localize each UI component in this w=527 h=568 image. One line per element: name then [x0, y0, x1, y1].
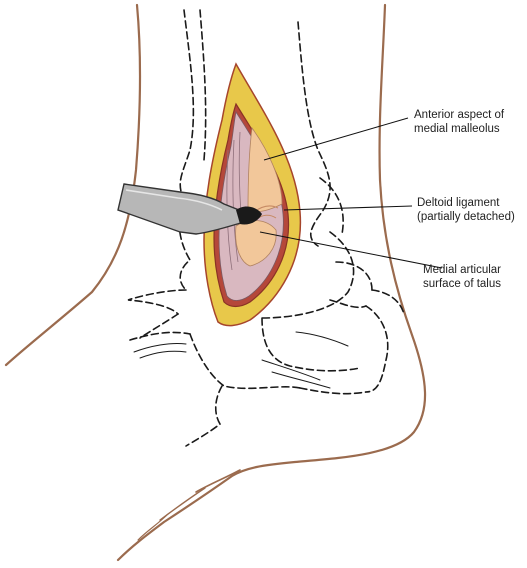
calcaneus-outline	[299, 387, 367, 395]
bone-detail-4	[271, 371, 331, 389]
label-medial-articular-talus: Medial articular surface of talus	[423, 263, 501, 291]
label-deltoid-ligament: Deltoid ligament (partially detached)	[417, 196, 515, 224]
heel-crease-1	[195, 469, 241, 493]
leader-lines	[259, 117, 443, 269]
label-deltoid-line1: Deltoid ligament	[417, 197, 500, 209]
bone-detail-2	[139, 350, 187, 359]
leader-line-deltoid	[283, 205, 413, 211]
talus-bone	[235, 220, 277, 267]
retractor-highlight	[125, 189, 223, 211]
tibia-outline-right	[297, 21, 331, 247]
tibia-outline-left	[179, 9, 195, 201]
foot-bone-line-2	[189, 333, 301, 390]
label-malleolus-line1: Anterior aspect of	[414, 109, 505, 121]
surgical-incision	[203, 62, 302, 327]
heel-bone-posterior	[365, 305, 389, 393]
bone-detail-lines	[133, 331, 349, 389]
navicular-lower	[139, 313, 179, 339]
foot-bone-line-1	[129, 331, 191, 341]
label-deltoid-line2: (partially detached)	[417, 211, 515, 223]
retractor-instrument	[117, 183, 262, 235]
foot-bone-line-3	[185, 385, 223, 447]
navicular-outline	[127, 289, 187, 315]
malleolus-bone	[247, 126, 283, 212]
fibula-outline	[319, 177, 344, 235]
leg-anterior-outline	[116, 3, 427, 562]
leg-posterior-outline	[4, 3, 142, 367]
bone-detail-5	[295, 331, 349, 347]
calcaneus-top	[261, 317, 361, 372]
tibia-outline-left-inner	[199, 9, 207, 161]
leader-line-talus	[259, 231, 443, 269]
talar-dome	[335, 261, 373, 291]
leader-line-malleolus	[263, 117, 409, 161]
label-malleolus-line2: medial malleolus	[414, 123, 500, 135]
hidden-bone-outlines	[127, 9, 405, 447]
subtalar-line	[329, 299, 367, 309]
label-talus-line1: Medial articular	[423, 264, 501, 276]
label-anterior-medial-malleolus: Anterior aspect of medial malleolus	[414, 108, 504, 136]
heel-bone-inner	[371, 289, 405, 315]
heel-crease-3	[137, 513, 169, 541]
bone-detail-1	[133, 343, 187, 353]
bone-detail-3	[261, 359, 321, 381]
leg-outline	[4, 3, 427, 562]
label-talus-line2: surface of talus	[423, 278, 501, 290]
retractor-blade	[236, 206, 262, 225]
